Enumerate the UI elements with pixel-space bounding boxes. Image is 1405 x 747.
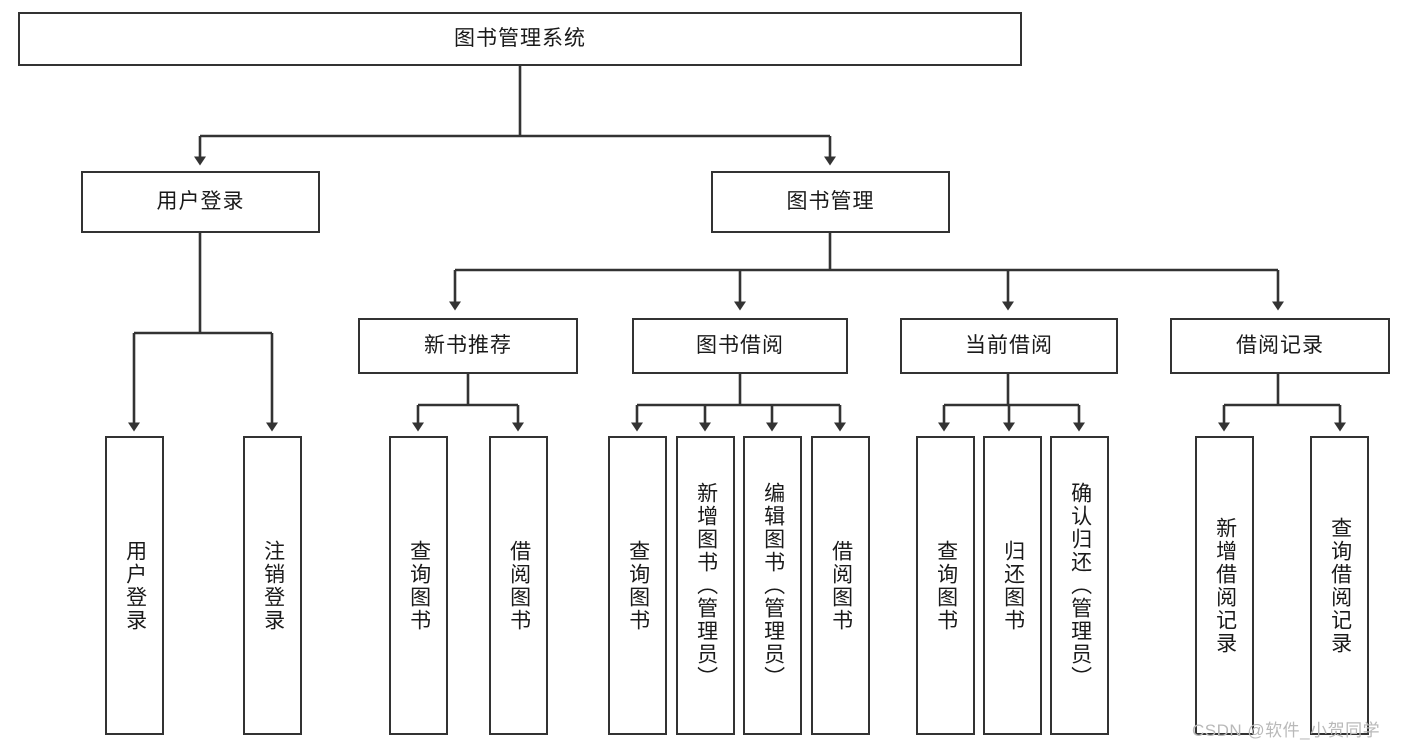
node-book-borrow[interactable]: 图书借阅	[632, 318, 848, 374]
leaf-return-book-label: 归还图书	[1001, 539, 1025, 632]
leaf-logout-label: 注销登录	[261, 539, 285, 632]
leaf-borrow-book-1-label: 借阅图书	[507, 539, 531, 632]
node-book-manage[interactable]: 图书管理	[711, 171, 950, 233]
leaf-query-book-2[interactable]: 查询图书	[608, 436, 667, 735]
node-root[interactable]: 图书管理系统	[18, 12, 1022, 66]
leaf-query-record[interactable]: 查询借阅记录	[1310, 436, 1369, 735]
node-borrow-record-label: 借阅记录	[1236, 334, 1324, 358]
leaf-query-book-2-label: 查询图书	[626, 539, 650, 632]
node-current-borrow[interactable]: 当前借阅	[900, 318, 1118, 374]
leaf-logout[interactable]: 注销登录	[243, 436, 302, 735]
leaf-edit-book-label: 编辑图书（管理员）	[761, 482, 785, 689]
leaf-borrow-book-1[interactable]: 借阅图书	[489, 436, 548, 735]
leaf-return-book[interactable]: 归还图书	[983, 436, 1042, 735]
watermark: CSDN @软件_小贺同学	[1192, 721, 1381, 740]
leaf-edit-book[interactable]: 编辑图书（管理员）	[743, 436, 802, 735]
leaf-borrow-book-2-label: 借阅图书	[829, 539, 853, 632]
leaf-user-login[interactable]: 用户登录	[105, 436, 164, 735]
leaf-borrow-book-2[interactable]: 借阅图书	[811, 436, 870, 735]
leaf-add-book[interactable]: 新增图书（管理员）	[676, 436, 735, 735]
leaf-query-book-1-label: 查询图书	[407, 539, 431, 632]
leaf-add-book-label: 新增图书（管理员）	[694, 482, 718, 689]
leaf-confirm-return[interactable]: 确认归还（管理员）	[1050, 436, 1109, 735]
leaf-query-book-3[interactable]: 查询图书	[916, 436, 975, 735]
node-user-login-label: 用户登录	[156, 190, 245, 214]
node-new-book-recommend[interactable]: 新书推荐	[358, 318, 578, 374]
node-root-label: 图书管理系统	[454, 27, 586, 51]
leaf-confirm-return-label: 确认归还（管理员）	[1068, 482, 1092, 689]
leaf-query-book-3-label: 查询图书	[934, 539, 958, 632]
node-current-borrow-label: 当前借阅	[965, 334, 1053, 358]
leaf-query-book-1[interactable]: 查询图书	[389, 436, 448, 735]
leaf-add-record[interactable]: 新增借阅记录	[1195, 436, 1254, 735]
leaf-query-record-label: 查询借阅记录	[1328, 516, 1352, 655]
node-new-book-recommend-label: 新书推荐	[424, 334, 512, 358]
leaf-user-login-label: 用户登录	[123, 539, 147, 632]
node-book-manage-label: 图书管理	[786, 190, 875, 214]
leaf-add-record-label: 新增借阅记录	[1213, 516, 1237, 655]
node-borrow-record[interactable]: 借阅记录	[1170, 318, 1390, 374]
node-book-borrow-label: 图书借阅	[696, 334, 784, 358]
node-user-login[interactable]: 用户登录	[81, 171, 320, 233]
